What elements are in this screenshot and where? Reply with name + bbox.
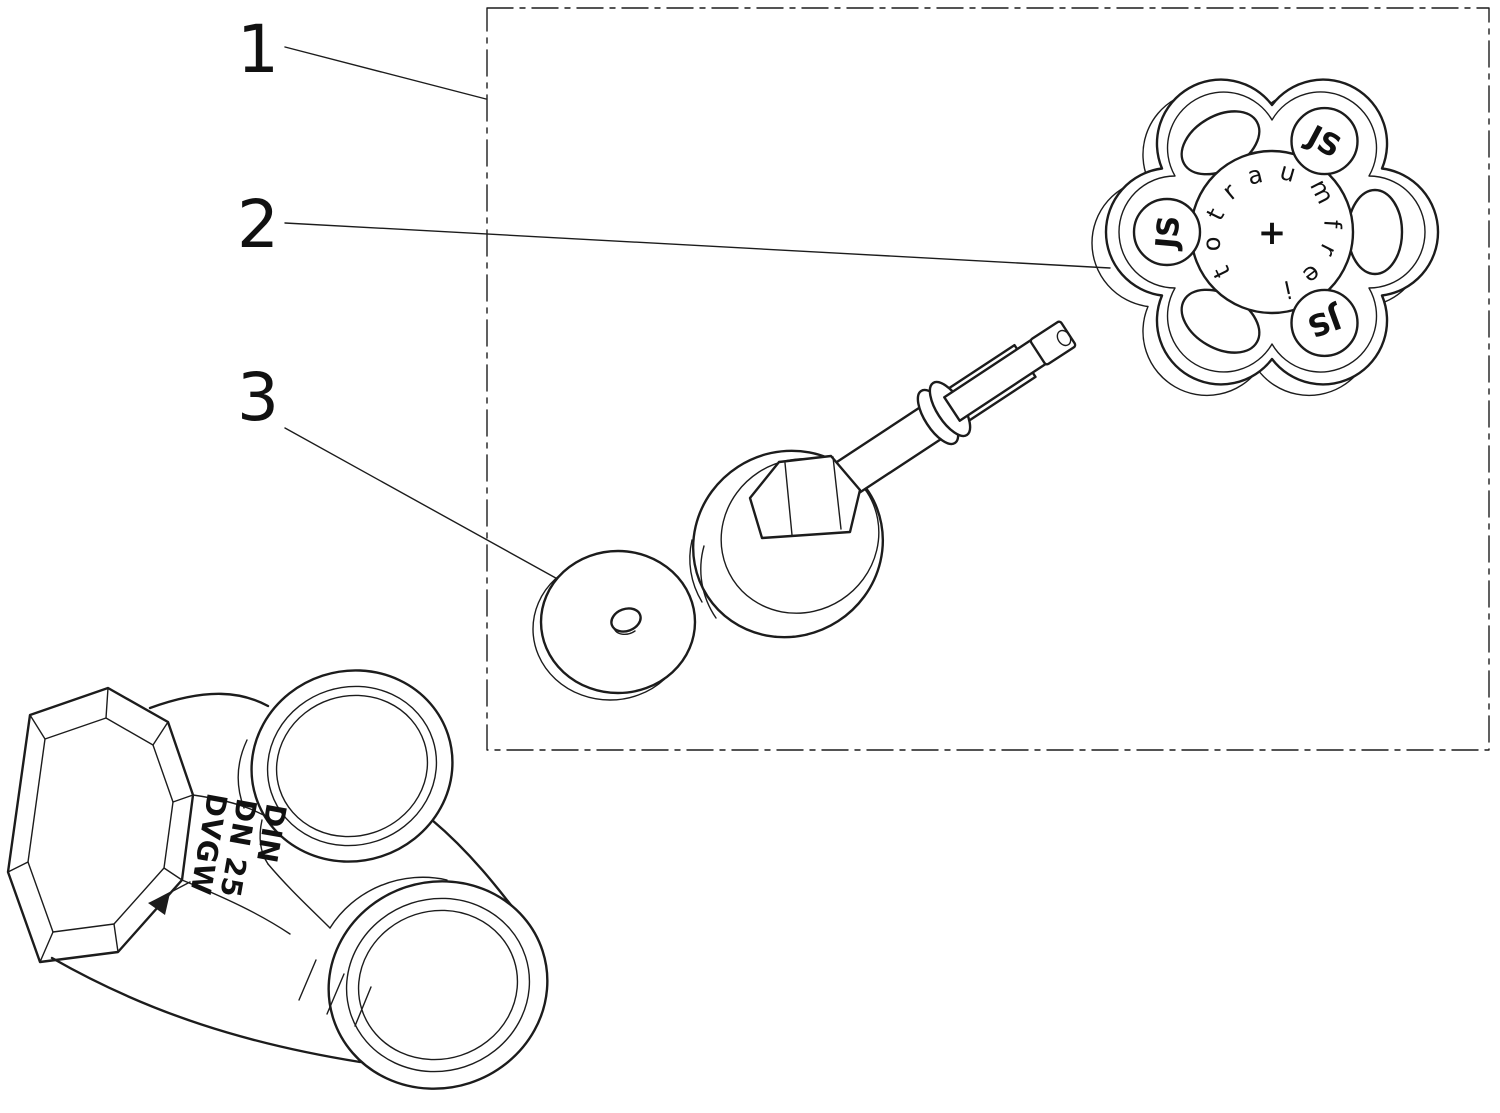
body-markings: DVGW DN 25 DIN [183, 791, 292, 901]
disc-hole [610, 607, 642, 633]
body-mid-line [181, 879, 291, 935]
octagon-cap-outer [6, 686, 195, 964]
facet-line [172, 794, 194, 803]
facet-line [29, 714, 46, 740]
center-cross-icon: + [1258, 213, 1287, 253]
handwheel-rim-inner [1118, 91, 1426, 373]
body-rib-lines [298, 959, 372, 1027]
js-logo-icon: JS [1149, 214, 1187, 252]
handwheel-logo-medallion: JS [1132, 197, 1202, 267]
hex-facet-line [784, 462, 793, 536]
bonnet-rim [720, 458, 880, 614]
facet-line [39, 931, 54, 963]
rib-line [354, 986, 372, 1027]
side-port [327, 876, 549, 1090]
flow-arrow-head [148, 893, 170, 915]
handwheel: JS JS JS totraumfrei + [1091, 78, 1440, 397]
thread-line [700, 545, 717, 619]
part-label-2: 2 [237, 186, 279, 263]
logo-medallion-circle [1290, 106, 1359, 176]
side-port-mid [345, 897, 531, 1073]
body-top-contour [148, 692, 270, 710]
artwork: 1 2 3 JS JS [6, 7, 1490, 1090]
side-port-outer [327, 880, 549, 1090]
rib-line [298, 959, 317, 1001]
top-port-bore [275, 694, 429, 838]
logo-medallion-circle [1132, 197, 1202, 267]
facet-line [152, 721, 169, 746]
flow-arrow-icon [148, 881, 191, 915]
facet-line [7, 861, 29, 873]
handwheel-logo-medallion: JS [1290, 288, 1359, 358]
valve-body: DVGW DN 25 DIN [6, 669, 549, 1090]
top-port-mid [266, 685, 438, 847]
top-port-outer [250, 669, 454, 863]
facet-line [163, 867, 183, 881]
disc-hole-depth-line [613, 627, 636, 636]
spindle-hex [748, 454, 862, 540]
spindle-assembly [689, 320, 1077, 639]
rib-line [326, 973, 345, 1015]
leader-line-1 [284, 46, 487, 100]
cap-facet-lines [7, 687, 194, 963]
part-label-1: 1 [237, 11, 279, 88]
rib-arc [237, 739, 248, 809]
phantom-boundary-box [486, 7, 1490, 751]
side-port-back-rim [329, 876, 448, 929]
handwheel-logo-medallion: JS [1290, 106, 1359, 176]
disc-face [539, 549, 697, 695]
thread-line [689, 539, 703, 603]
top-port-neck-line [259, 819, 269, 865]
part-label-3: 3 [237, 359, 279, 436]
neck-to-port-line [267, 863, 331, 929]
stem-tip-hole [1056, 329, 1072, 347]
facet-line [105, 687, 109, 719]
hex-facet-line [832, 456, 842, 530]
top-port [250, 669, 454, 863]
seal-disc [532, 549, 697, 701]
facet-line [113, 923, 119, 953]
body-bottom-contour [50, 956, 362, 1064]
leader-line-3 [284, 427, 573, 588]
logo-medallion-circle [1290, 288, 1359, 358]
leader-line-2 [284, 222, 1111, 269]
